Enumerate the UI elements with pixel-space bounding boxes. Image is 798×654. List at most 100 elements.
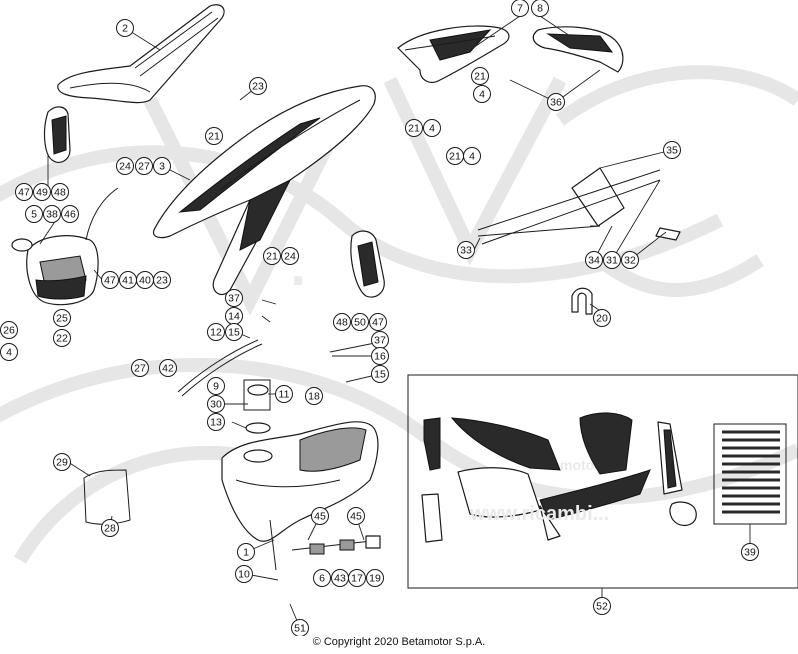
callout-number: 43 [334,573,346,585]
callout-number: 18 [308,391,320,403]
callout-number: 41 [122,275,134,287]
callout-circle [159,359,177,377]
callout-6: 6 [313,569,331,587]
callout-circle [603,251,621,269]
callout-number: 21 [208,131,220,143]
callout-circle [263,247,281,265]
callout-21: 21 [446,147,464,165]
callout-circle [53,453,71,471]
callout-circle [207,377,225,395]
callout-circle [207,413,225,431]
callout-number: 4 [469,151,475,163]
callout-28: 28 [101,519,119,537]
callout-number: 9 [213,381,219,393]
callout-number: 21 [474,71,486,83]
callout-4: 4 [423,119,441,137]
callout-48: 48 [51,183,69,201]
callout-number: 1 [243,547,249,559]
callout-21: 21 [263,247,281,265]
callout-7: 7 [511,0,529,17]
callout-circle [43,205,61,223]
decal-url-text: www.ricambi... [469,503,609,525]
callout-number: 33 [460,245,472,257]
callout-47: 47 [369,313,387,331]
callout-circle [0,343,18,361]
callout-46: 46 [61,205,79,223]
callout-number: 15 [374,369,386,381]
callout-circle [305,387,323,405]
callout-41: 41 [119,271,137,289]
callout-circle [741,543,759,561]
callout-number: 14 [228,311,240,323]
callout-circle [25,205,43,223]
decal-brand-text: moto [560,457,594,473]
callout-4: 4 [0,343,18,361]
callout-number: 48 [54,187,66,199]
callout-number: 45 [314,511,326,523]
callout-42: 42 [159,359,177,377]
callout-circle [473,85,491,103]
callout-30: 30 [207,395,225,413]
callout-13: 13 [207,413,225,431]
callout-circle [313,569,331,587]
callout-circle [511,0,529,17]
callout-number: 23 [156,275,168,287]
callout-number: 27 [134,363,146,375]
callout-10: 10 [235,565,253,583]
callout-25: 25 [53,309,71,327]
callout-circle [423,119,441,137]
callout-circle [281,247,299,265]
callout-circle [207,323,225,341]
callout-47: 47 [15,183,33,201]
callout-number: 22 [56,333,68,345]
callout-number: 45 [350,511,362,523]
callout-49: 49 [33,183,51,201]
callout-31: 31 [603,251,621,269]
callout-number: 6 [319,573,325,585]
callout-circle [371,365,389,383]
callout-23: 23 [249,77,267,95]
callout-number: 8 [537,3,543,15]
callout-circle [593,309,611,327]
callout-circle [585,251,603,269]
callout-21: 21 [205,127,223,145]
callout-22: 22 [53,329,71,347]
callout-21: 21 [471,67,489,85]
callout-47: 47 [101,271,119,289]
callout-number: 11 [279,389,290,401]
callout-27: 27 [135,157,153,175]
callout-number: 21 [266,251,278,263]
fuel-tank-part [221,421,379,571]
callout-23: 23 [153,271,171,289]
callout-circle [235,565,253,583]
callout-20: 20 [593,309,611,327]
callout-number: 5 [31,209,37,221]
radiator-bracket-part [83,469,131,525]
callout-19: 19 [366,569,384,587]
seat-part [57,4,225,104]
callout-number: 10 [238,569,250,581]
callout-circle [53,329,71,347]
callout-number: 19 [369,573,381,585]
callout-circle [593,597,611,615]
callout-14: 14 [225,307,243,325]
callout-number: 52 [596,601,608,613]
callout-number: 31 [606,255,618,267]
callout-number: 37 [228,293,240,305]
callout-45: 45 [311,507,329,525]
callout-15: 15 [225,323,243,341]
hook-part [571,287,593,315]
callout-number: 23 [252,81,264,93]
left-bracket-part [43,106,71,163]
callout-number: 28 [104,523,116,535]
callout-number: 20 [596,313,608,325]
callout-circle [351,313,369,331]
tail-light-part [532,26,624,73]
callout-circle [463,147,481,165]
callout-circle [291,619,309,636]
callout-circle [457,241,475,259]
callout-8: 8 [531,0,549,17]
callout-40: 40 [136,271,154,289]
callout-circle [311,507,329,525]
